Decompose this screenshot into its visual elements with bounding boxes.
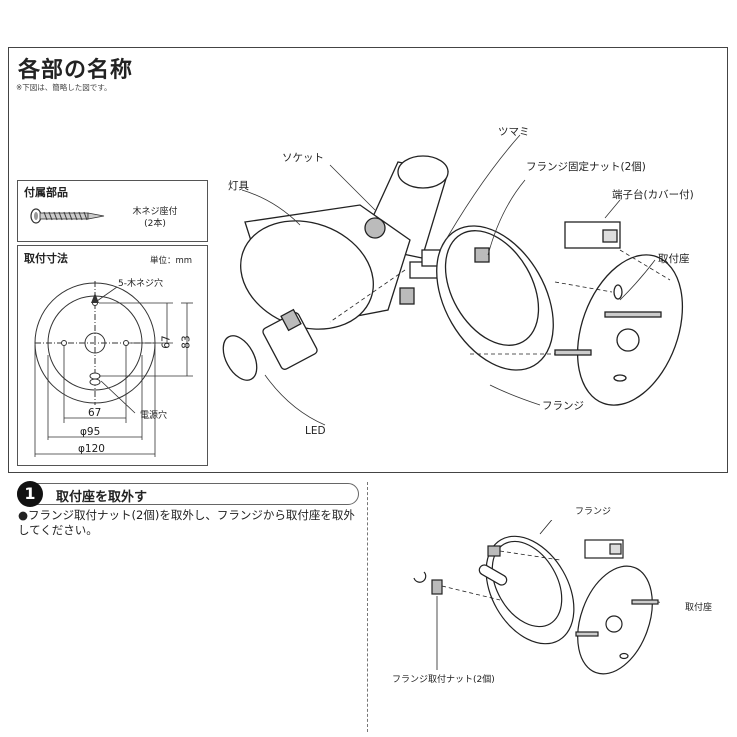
- label-fixture: 灯具: [228, 180, 249, 192]
- fixture-exploded-illustration: [222, 155, 684, 406]
- mounting-dimension-drawing: [34, 281, 193, 457]
- dimensions-title: 取付寸法: [24, 252, 68, 265]
- dim-width-67: 67: [88, 407, 102, 419]
- page-note: ※下図は、簡略した図です。: [16, 83, 112, 92]
- step1-label-mount-base: 取付座: [685, 603, 713, 613]
- dimensions-unit: 単位：mm: [150, 256, 193, 266]
- label-led: LED: [305, 425, 326, 437]
- step1-illustration: [413, 520, 660, 675]
- accessory-label: 木ネジ座付 (2本): [120, 206, 190, 230]
- screw-hole-label: 5-木ネジ穴: [118, 279, 163, 289]
- step1-number: 1: [17, 481, 43, 507]
- label-mount-base: 取付座: [658, 253, 690, 265]
- step1-instruction: ●フランジ取付ナット(2個)を取外し、フランジから取付座を取外してください。: [18, 508, 355, 537]
- accessories-box: [17, 180, 208, 242]
- page-title: 各部の名称: [18, 58, 134, 83]
- accessory-name: 木ネジ座付: [132, 207, 178, 217]
- step1-title: 取付座を取外す: [56, 490, 148, 505]
- section-divider: [367, 482, 368, 732]
- label-socket: ソケット: [282, 152, 324, 164]
- step1-label-flange: フランジ: [575, 507, 612, 517]
- accessories-title: 付属部品: [24, 186, 68, 199]
- parts-panel: [8, 47, 728, 473]
- power-hole-label: 電源穴: [140, 411, 168, 421]
- label-terminal: 端子台(カバー付): [612, 189, 694, 201]
- wood-screw-icon: [30, 208, 105, 224]
- step1-label-nut: フランジ取付ナット(2個): [392, 675, 495, 685]
- label-flange: フランジ: [542, 400, 584, 412]
- dimensions-box: [17, 245, 208, 466]
- dim-diameter-120: φ120: [78, 443, 105, 455]
- accessory-count: (2本): [144, 219, 166, 229]
- dim-diameter-95: φ95: [80, 426, 101, 438]
- label-flange-nut: フランジ固定ナット(2個): [526, 161, 646, 173]
- label-tsumami: ツマミ: [498, 126, 530, 138]
